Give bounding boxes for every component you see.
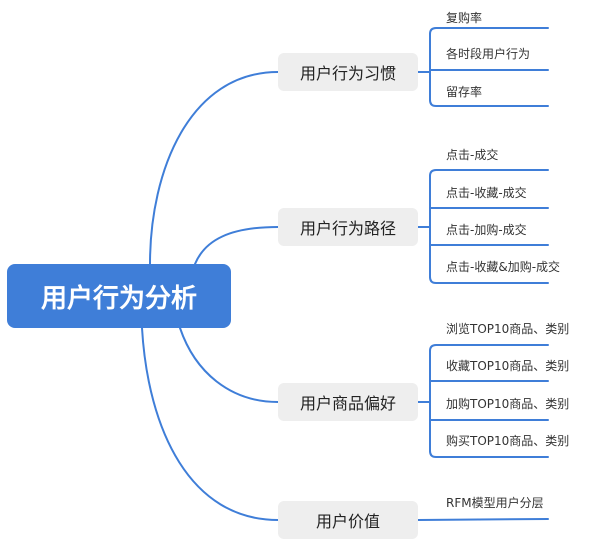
edge-leaf-underline <box>429 27 549 35</box>
edge-leaf-underline <box>429 450 549 458</box>
leaf-node[interactable]: 浏览TOP10商品、类别 <box>446 322 570 336</box>
edge-root-path <box>194 226 279 265</box>
branch-node-path[interactable]: 用户行为路径 <box>278 208 418 246</box>
leaf-node[interactable]: RFM模型用户分层 <box>446 496 544 510</box>
leaf-node[interactable]: 复购率 <box>446 11 483 25</box>
leaf-node[interactable]: 留存率 <box>446 85 483 99</box>
leaf-node[interactable]: 各时段用户行为 <box>446 47 531 61</box>
leaf-node[interactable]: 点击-加购-成交 <box>446 223 527 237</box>
edge-branch-leaf <box>417 518 549 521</box>
branch-node-habits[interactable]: 用户行为习惯 <box>278 53 418 91</box>
edge-leaf-underline <box>429 276 549 284</box>
edge-root-preference <box>179 327 279 403</box>
leaf-node[interactable]: 点击-收藏-成交 <box>446 186 527 200</box>
leaf-node[interactable]: 加购TOP10商品、类别 <box>446 397 570 411</box>
leaf-node[interactable]: 收藏TOP10商品、类别 <box>446 359 570 373</box>
edge-root-habits <box>149 71 279 265</box>
edge-root-value <box>141 327 279 521</box>
leaf-node[interactable]: 购买TOP10商品、类别 <box>446 434 570 448</box>
edge-leaf-underline <box>429 344 549 352</box>
leaf-node[interactable]: 点击-收藏&加购-成交 <box>446 260 561 274</box>
root-node[interactable]: 用户行为分析 <box>7 264 231 328</box>
branch-node-preference[interactable]: 用户商品偏好 <box>278 383 418 421</box>
branch-node-value[interactable]: 用户价值 <box>278 501 418 539</box>
edge-leaf-underline <box>429 169 549 177</box>
edge-leaf-underline <box>429 99 549 107</box>
leaf-node[interactable]: 点击-成交 <box>446 148 499 162</box>
